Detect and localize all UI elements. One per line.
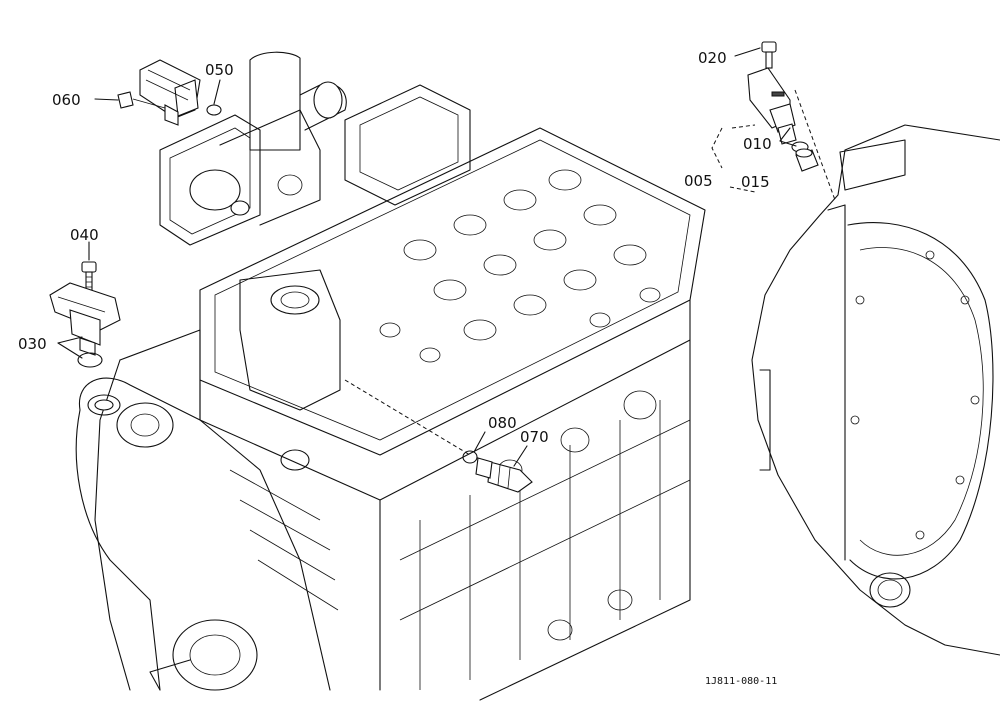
callout-005: 005 [684,172,713,190]
part-060-sensor [94,59,201,126]
part-015-bushing [795,148,819,172]
callout-020: 020 [698,49,727,67]
callout-070: 070 [520,428,549,446]
part-010-sensor [747,67,809,153]
head-ports [379,169,661,363]
engine-block [94,84,706,701]
part-080-o-ring [462,431,486,464]
callout-030: 030 [18,335,47,353]
part-020-bolt [734,41,777,69]
egr-assembly [159,51,347,246]
drawing-number: 1J811-080-11 [705,676,777,687]
callout-010: 010 [743,135,772,153]
front-cover [75,269,341,691]
flywheel-housing [751,124,1000,656]
part-005-assembly-bracket [711,89,836,201]
callout-080: 080 [488,414,517,432]
part-040-bolt [81,241,97,293]
callout-060: 060 [52,91,81,109]
callout-015: 015 [741,173,770,191]
callout-040: 040 [70,226,99,244]
part-050-o-ring [206,79,222,116]
part-030-sensor [49,282,121,368]
callout-050: 050 [205,61,234,79]
callout-labels: 005 010 015 020 030 040 050 060 070 080 [18,49,772,446]
part-070-sensor [344,379,533,493]
